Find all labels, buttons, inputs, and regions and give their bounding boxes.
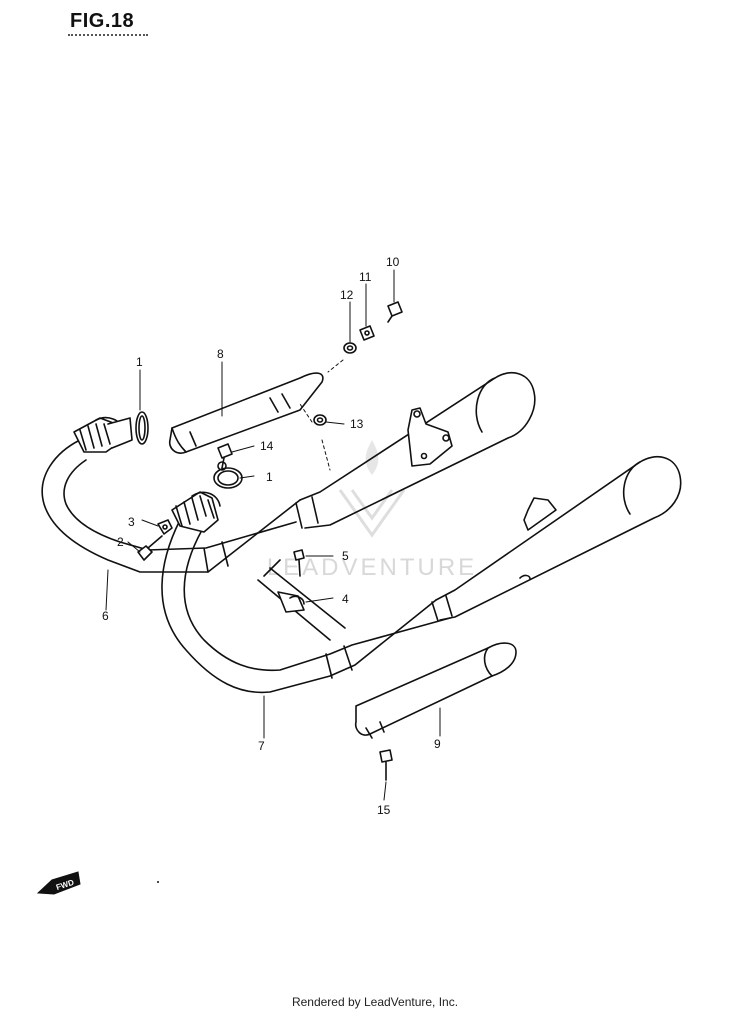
callout-6: 6 bbox=[102, 609, 109, 623]
callout-7: 7 bbox=[258, 739, 265, 753]
watermark-logo bbox=[338, 440, 406, 538]
bolt-10 bbox=[387, 301, 403, 323]
callout-11: 11 bbox=[359, 270, 372, 284]
exhaust-pipe-7 bbox=[161, 491, 451, 694]
callout-4: 4 bbox=[342, 592, 349, 606]
lower-muffler bbox=[431, 455, 682, 622]
callout-13: 13 bbox=[350, 417, 364, 431]
bolt-14 bbox=[217, 443, 233, 471]
washer-13 bbox=[313, 414, 327, 426]
stray-dot bbox=[157, 881, 159, 883]
leader-lines bbox=[105, 269, 441, 801]
callout-3: 3 bbox=[128, 515, 135, 529]
callout-8: 8 bbox=[217, 347, 224, 361]
callout-10: 10 bbox=[386, 255, 400, 269]
callout-15: 15 bbox=[377, 803, 391, 817]
upper-muffler bbox=[295, 371, 536, 529]
callout-5: 5 bbox=[342, 549, 349, 563]
nut-11 bbox=[359, 325, 375, 341]
bolt-15 bbox=[379, 749, 393, 781]
gasket-upper bbox=[135, 411, 149, 445]
figure-title: FIG.18 bbox=[70, 10, 135, 32]
heat-shield-8 bbox=[168, 372, 324, 454]
bolt-5 bbox=[293, 549, 305, 577]
washer-12 bbox=[343, 342, 357, 354]
gasket-lower bbox=[213, 467, 243, 489]
exhaust-pipe-6 bbox=[41, 416, 301, 573]
callout-9: 9 bbox=[434, 737, 441, 751]
footer-credit: Rendered by LeadVenture, Inc. bbox=[291, 995, 459, 1009]
callout-12: 12 bbox=[340, 288, 354, 302]
crossover-pipe bbox=[257, 559, 346, 641]
callout-1-lower: 1 bbox=[266, 470, 273, 484]
heat-shield-9 bbox=[354, 642, 517, 739]
nut-3 bbox=[157, 519, 173, 535]
forward-arrow-icon: FWD bbox=[36, 871, 81, 895]
callout-14: 14 bbox=[260, 439, 274, 453]
callout-1-upper: 1 bbox=[136, 355, 143, 369]
callout-2: 2 bbox=[117, 535, 124, 549]
figure-subtitle-rule bbox=[68, 34, 148, 40]
bolt-2 bbox=[137, 535, 163, 561]
